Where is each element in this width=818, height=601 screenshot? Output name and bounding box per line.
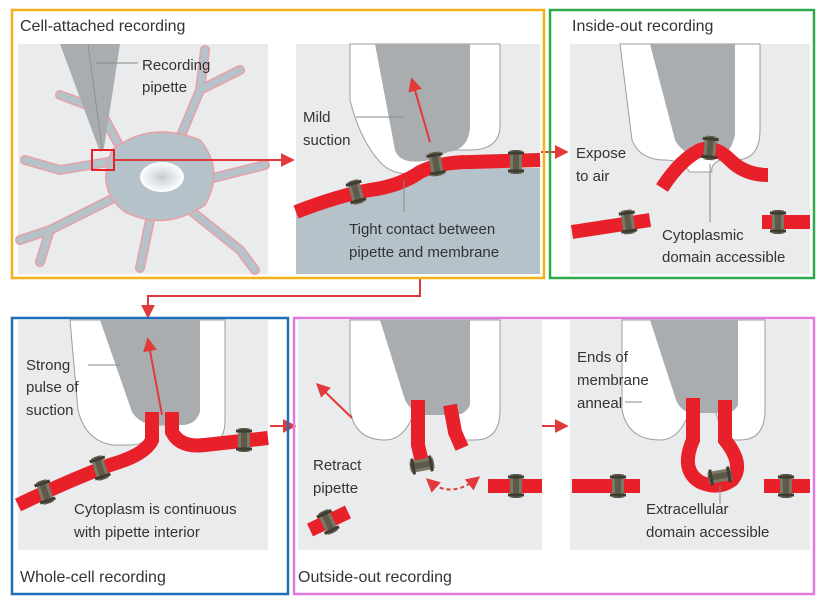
label-cytoplasmic-2: domain accessible (662, 249, 785, 266)
nucleus (140, 162, 184, 192)
label-strong-pulse-2: pulse of (26, 379, 79, 396)
label-strong-pulse-3: suction (26, 402, 74, 419)
label-extracellular-1: Extracellular (646, 501, 729, 518)
label-recording-pipette-1: Recording (142, 57, 210, 74)
label-retract-2: pipette (313, 480, 358, 497)
label-tight-contact-2: pipette and membrane (349, 244, 499, 261)
label-retract-1: Retract (313, 457, 362, 474)
title-cell-attached: Cell-attached recording (20, 18, 185, 35)
label-ends-anneal-1: Ends of (577, 349, 629, 366)
title-whole-cell: Whole-cell recording (20, 569, 166, 586)
label-cytoplasm-continuous-1: Cytoplasm is continuous (74, 501, 237, 518)
arrow-to-whole-cell (148, 278, 420, 316)
label-mild-suction-1: Mild (303, 109, 331, 126)
label-cytoplasmic-1: Cytoplasmic (662, 227, 744, 244)
label-strong-pulse-1: Strong (26, 357, 70, 374)
label-ends-anneal-2: membrane (577, 372, 649, 389)
title-outside-out: Outside-out recording (298, 569, 452, 586)
label-tight-contact-1: Tight contact between (349, 221, 495, 238)
label-expose-air-1: Expose (576, 145, 626, 162)
label-ends-anneal-3: anneal (577, 395, 622, 412)
label-mild-suction-2: suction (303, 132, 351, 149)
title-inside-out: Inside-out recording (572, 18, 713, 35)
label-extracellular-2: domain accessible (646, 524, 769, 541)
label-cytoplasm-continuous-2: with pipette interior (73, 524, 200, 541)
label-expose-air-2: to air (576, 168, 609, 185)
label-recording-pipette-2: pipette (142, 79, 187, 96)
